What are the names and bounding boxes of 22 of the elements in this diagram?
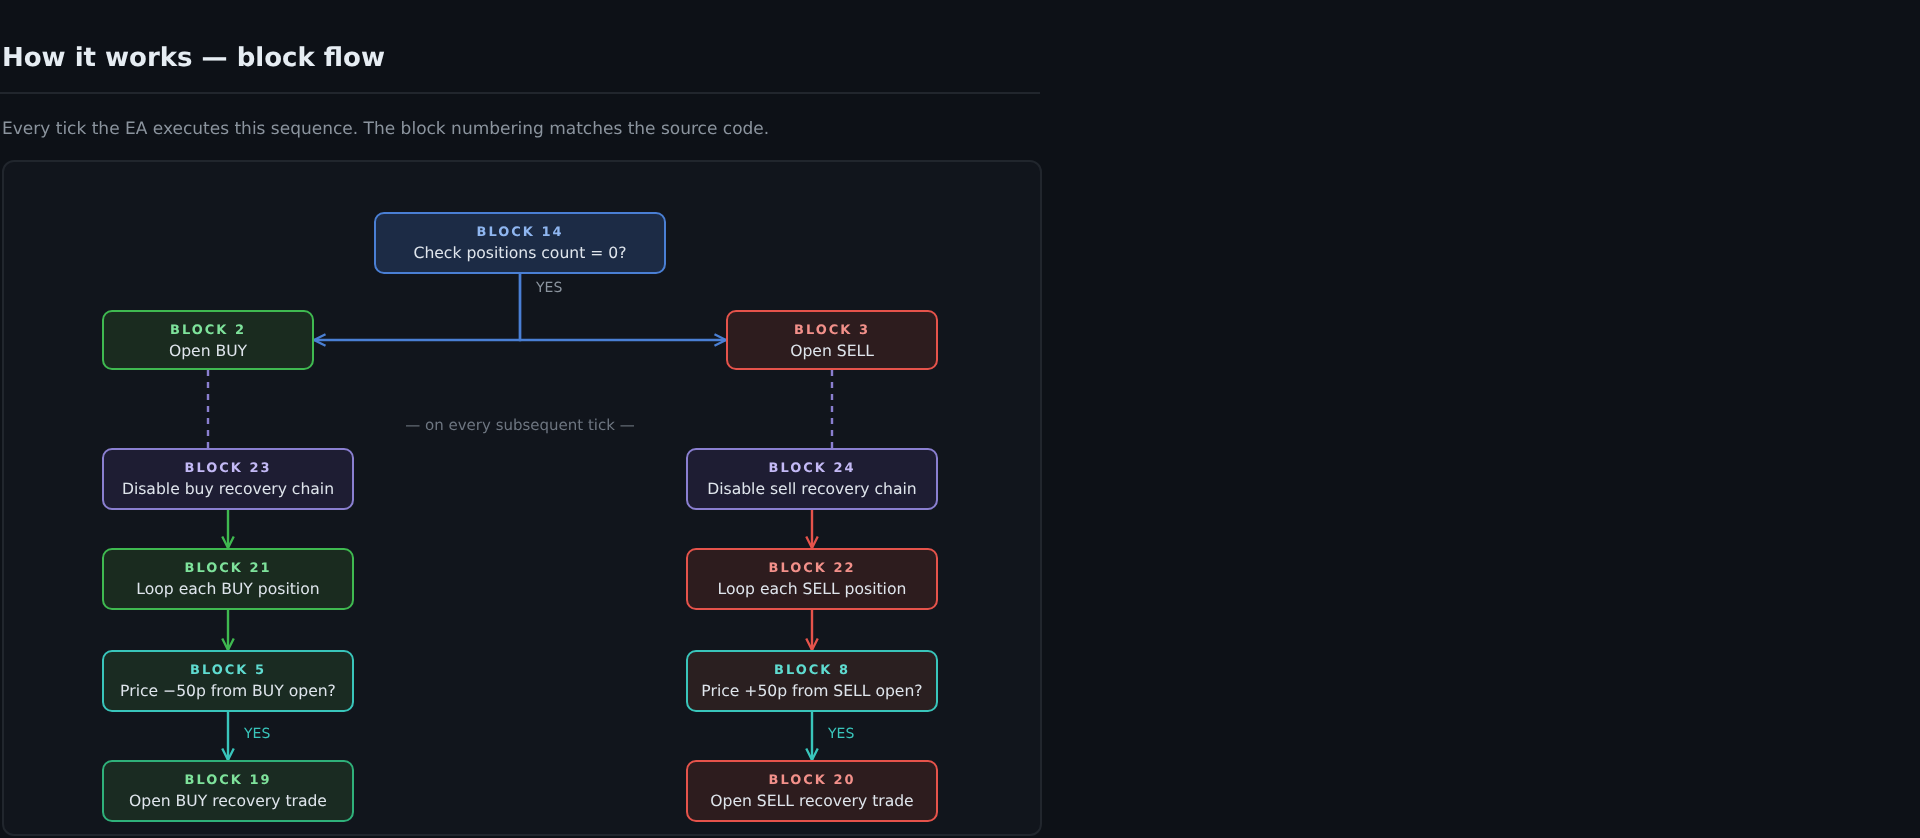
process-box xyxy=(102,760,354,822)
process-box xyxy=(686,548,938,610)
process-box xyxy=(102,448,354,510)
decision-box xyxy=(102,650,354,712)
arrow xyxy=(518,274,728,347)
decision-box xyxy=(374,212,666,274)
process-box xyxy=(686,760,938,822)
arrow xyxy=(221,510,235,550)
process-box xyxy=(726,310,938,370)
intro-text: Every tick the EA executes this sequence. The block numbering matches the source code. xyxy=(2,120,770,140)
process-box xyxy=(102,310,314,370)
dashed-connector xyxy=(206,370,210,448)
section-heading: How it works — block flow xyxy=(2,44,385,74)
arrow xyxy=(221,712,235,762)
decision-box xyxy=(686,650,938,712)
dashed-connector xyxy=(830,370,834,448)
arrow xyxy=(805,712,819,762)
arrow xyxy=(805,510,819,550)
arrow xyxy=(221,610,235,652)
process-box xyxy=(686,448,938,510)
process-box xyxy=(102,548,354,610)
arrow xyxy=(805,610,819,652)
